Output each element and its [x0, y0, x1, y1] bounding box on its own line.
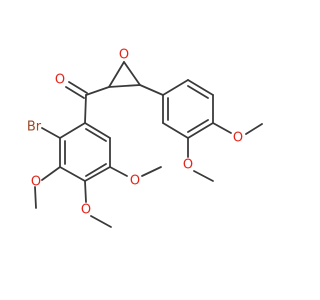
bond-ring-right-2	[187, 79, 214, 96]
bond-o-ch3-meta	[90, 215, 112, 228]
veratryl-para-oxygen-label: O	[233, 131, 243, 146]
veratryl-meta-oxygen-label: O	[183, 158, 193, 173]
bond-epoxide-aryl	[139, 84, 164, 96]
bond-ring-left-4-inner	[85, 163, 107, 177]
bond-o-ch3-para	[141, 166, 162, 177]
bond-c-o-meta	[84, 180, 87, 203]
bond-ring-left-1	[59, 122, 86, 139]
bond-ring-left-4	[84, 166, 111, 182]
bond-epoxide-c1-o	[108, 61, 125, 88]
bond-c-br	[41, 127, 61, 139]
bond-carbonyl-double	[65, 86, 85, 99]
structure-diagram: O O Br O O O O O	[27, 48, 263, 228]
bond-o-ch3-veratryl-meta	[193, 170, 214, 182]
bond-o-ch3-ortho	[34, 186, 37, 209]
bond-ring-left-6-inner	[85, 128, 107, 142]
bond-ring-right-4	[187, 122, 214, 139]
methoxy-meta-oxygen-label: O	[81, 203, 91, 218]
bond-ring-right-4-inner	[187, 119, 209, 133]
bond-c-o-para	[109, 166, 128, 177]
bond-epoxide-cc	[108, 84, 141, 88]
epoxide-oxygen-label: O	[119, 48, 129, 63]
methoxy-para-oxygen-label: O	[130, 174, 140, 189]
bond-carbonyl-epoxide	[85, 86, 110, 96]
bond-ring-right-5	[162, 122, 189, 139]
carbonyl-oxygen-label: O	[55, 73, 65, 88]
bond-o-ch3-veratryl-para	[245, 123, 263, 135]
bond-carbonyl-ring	[84, 94, 87, 124]
bond-ring-right-2-inner	[187, 85, 209, 99]
bond-c-o-ortho	[41, 166, 61, 181]
bond-ring-left-3	[59, 166, 86, 182]
methoxy-ortho-oxygen-label: O	[31, 175, 41, 190]
bond-ring-left-6	[84, 122, 111, 139]
bond-ring-right-1	[162, 79, 189, 96]
bond-carbonyl-c-o	[68, 81, 88, 94]
bond-epoxide-c2-o	[123, 61, 141, 86]
bond-c-o-veratryl-para	[212, 122, 232, 134]
bromine-label: Br	[27, 120, 42, 135]
molecule-drawing: O O Br O O O O O	[27, 48, 263, 228]
